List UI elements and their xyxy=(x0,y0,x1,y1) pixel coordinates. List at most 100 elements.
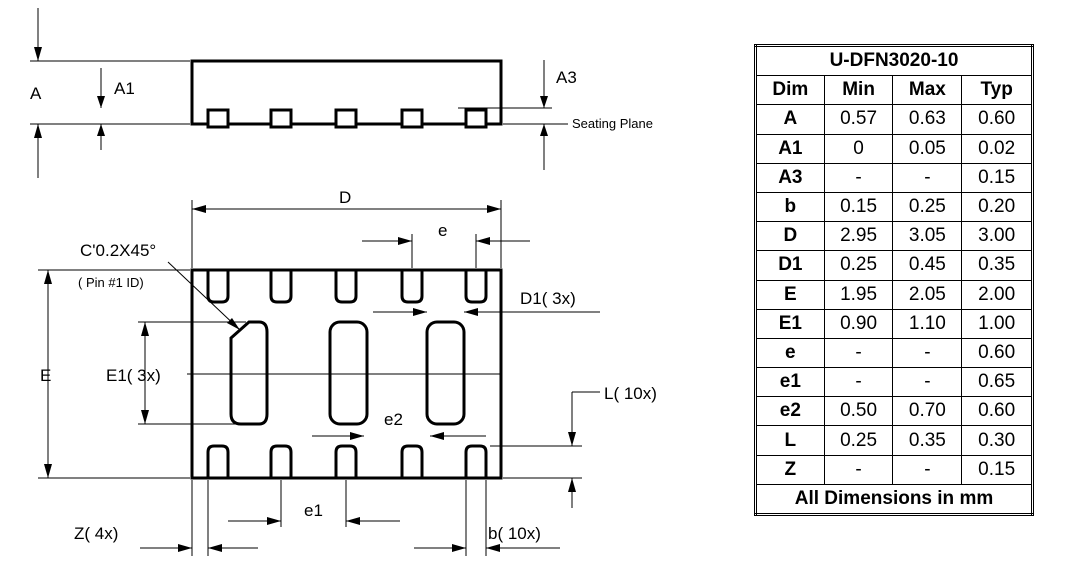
header-max: Max xyxy=(892,75,963,106)
cell-dim: e xyxy=(755,337,825,369)
dim-label-A1: A1 xyxy=(114,79,135,98)
cell-typ: 0.15 xyxy=(961,454,1033,485)
cell-min: 0.25 xyxy=(823,425,894,456)
side-lead xyxy=(334,108,358,129)
cell-min: 0.90 xyxy=(823,308,894,339)
cell-min: 0.57 xyxy=(823,104,894,135)
exposed-pad-pin1 xyxy=(229,320,269,426)
table-row: Z--0.15 xyxy=(755,454,1033,485)
table-title-row: U-DFN3020-10 xyxy=(755,44,1033,77)
cell-min: 2.95 xyxy=(823,221,894,252)
bottom-pad xyxy=(206,444,230,478)
cell-typ: 2.00 xyxy=(961,279,1033,310)
cell-max: 0.45 xyxy=(892,250,963,281)
cell-typ: 0.20 xyxy=(961,191,1033,223)
cell-max: - xyxy=(892,337,963,369)
dim-label-E: E xyxy=(40,366,51,385)
dim-label-e2: e2 xyxy=(384,410,403,429)
dim-label-L: L( 10x) xyxy=(604,384,657,403)
cell-dim: e2 xyxy=(755,396,825,427)
top-pad xyxy=(464,270,488,304)
side-view: A A1 A3 Seating Plane xyxy=(30,8,653,178)
cell-dim: A3 xyxy=(755,162,825,193)
dim-label-A: A xyxy=(30,84,42,103)
cell-typ: 0.15 xyxy=(961,162,1033,193)
cell-dim: b xyxy=(755,191,825,223)
cell-typ: 0.60 xyxy=(961,396,1033,427)
cell-typ: 3.00 xyxy=(961,221,1033,252)
cell-dim: L xyxy=(755,425,825,456)
top-pad xyxy=(206,270,230,304)
cell-min: - xyxy=(823,337,894,369)
dim-label-D: D xyxy=(339,188,351,207)
header-min: Min xyxy=(823,75,894,106)
cell-dim: E xyxy=(755,279,825,310)
cell-min: - xyxy=(823,162,894,193)
table-row: A3--0.15 xyxy=(755,162,1033,193)
dim-label-A3: A3 xyxy=(556,68,577,87)
cell-typ: 0.60 xyxy=(961,337,1033,369)
cell-typ: 0.35 xyxy=(961,250,1033,281)
cell-max: - xyxy=(892,162,963,193)
cell-max: 2.05 xyxy=(892,279,963,310)
cell-dim: A xyxy=(755,104,825,135)
header-typ: Typ xyxy=(961,75,1033,106)
cell-typ: 0.30 xyxy=(961,425,1033,456)
table-title: U-DFN3020-10 xyxy=(755,44,1033,77)
cell-typ: 1.00 xyxy=(961,308,1033,339)
table-footer-row: All Dimensions in mm xyxy=(755,483,1033,516)
dim-label-D1: D1( 3x) xyxy=(520,289,576,308)
pin1-id-label: ( Pin #1 ID) xyxy=(78,275,144,290)
side-lead xyxy=(400,108,424,129)
cell-min: 1.95 xyxy=(823,279,894,310)
cell-min: 0 xyxy=(823,133,894,164)
cell-min: 0.15 xyxy=(823,191,894,223)
exposed-pad xyxy=(425,320,466,426)
top-pad xyxy=(400,270,424,304)
cell-min: - xyxy=(823,454,894,485)
chamfer-label: C'0.2X45° xyxy=(80,241,156,260)
bottom-pad xyxy=(334,444,358,478)
table-header-row: Dim Min Max Typ xyxy=(755,75,1033,106)
dim-label-e1: e1 xyxy=(304,501,323,520)
cell-max: 0.25 xyxy=(892,191,963,223)
cell-dim: A1 xyxy=(755,133,825,164)
cell-max: 0.05 xyxy=(892,133,963,164)
bottom-pad xyxy=(269,444,293,478)
cell-max: - xyxy=(892,454,963,485)
cell-dim: D xyxy=(755,221,825,252)
table-footer: All Dimensions in mm xyxy=(755,483,1033,516)
bottom-view: D e C'0.2X45° ( Pin #1 ID) D1( 3x) E xyxy=(38,188,657,556)
table-row: e--0.60 xyxy=(755,337,1033,369)
exposed-pad xyxy=(328,320,369,426)
cell-typ: 0.02 xyxy=(961,133,1033,164)
header-dim: Dim xyxy=(755,75,825,106)
cell-min: - xyxy=(823,367,894,398)
cell-min: 0.50 xyxy=(823,396,894,427)
dim-label-E1: E1( 3x) xyxy=(106,366,161,385)
cell-min: 0.25 xyxy=(823,250,894,281)
cell-typ: 0.60 xyxy=(961,104,1033,135)
seating-plane-label: Seating Plane xyxy=(572,116,653,131)
cell-max: 0.35 xyxy=(892,425,963,456)
side-lead xyxy=(464,108,488,129)
dim-label-e: e xyxy=(438,221,447,240)
top-pad xyxy=(334,270,358,304)
dim-label-Z: Z( 4x) xyxy=(74,524,118,543)
bottom-pad xyxy=(464,444,488,478)
cell-dim: e1 xyxy=(755,367,825,398)
table-row: e1--0.65 xyxy=(755,367,1033,398)
dim-label-b: b( 10x) xyxy=(488,524,541,543)
cell-max: 0.70 xyxy=(892,396,963,427)
cell-typ: 0.65 xyxy=(961,367,1033,398)
cell-max: 3.05 xyxy=(892,221,963,252)
